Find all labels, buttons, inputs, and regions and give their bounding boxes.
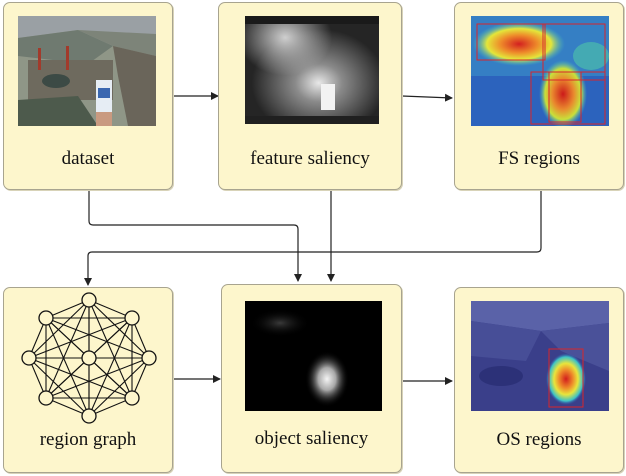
feature-saliency-thumbnail	[245, 16, 379, 124]
os-regions-thumbnail	[471, 301, 609, 411]
object-saliency-thumbnail	[245, 301, 382, 411]
edge-fs-regions-to-region-graph	[84, 190, 542, 286]
os-regions-label: OS regions	[496, 429, 582, 450]
fs-regions-thumbnail	[471, 16, 609, 126]
region-graph-label: region graph	[39, 429, 137, 450]
node-region-graph: region graph	[3, 287, 173, 473]
dataset-thumbnail	[18, 16, 156, 126]
edge-dataset-to-object-saliency	[88, 190, 302, 282]
feature-saliency-label: feature saliency	[250, 148, 370, 169]
complete-graph-icon	[21, 292, 157, 424]
fs-regions-label: FS regions	[498, 148, 580, 169]
node-os-regions: OS regions	[454, 287, 624, 473]
node-feature-saliency: feature saliency	[218, 2, 402, 190]
node-fs-regions: FS regions	[454, 2, 624, 190]
edge-feature-saliency-to-fs-regions	[401, 93, 453, 102]
node-dataset: dataset	[3, 2, 173, 190]
object-saliency-label: object saliency	[254, 428, 369, 449]
dataset-label: dataset	[61, 148, 115, 169]
region-graph-drawing	[19, 288, 159, 428]
node-object-saliency: object saliency	[221, 284, 402, 473]
